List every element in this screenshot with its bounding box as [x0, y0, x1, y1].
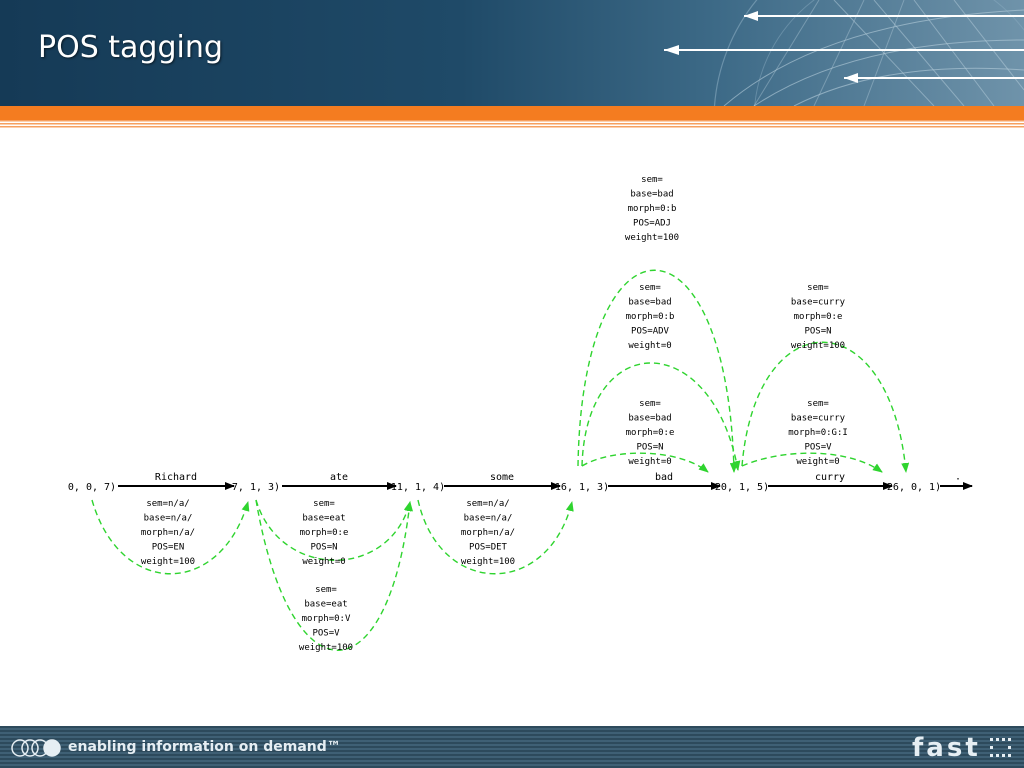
tag-feature-line: base=curry — [791, 298, 846, 308]
tag-feature-line: morph=n/a/ — [141, 528, 195, 538]
tag-feature-line: sem= — [641, 175, 663, 185]
fast-logo-text: fast — [912, 734, 981, 762]
tag-arcs — [91, 269, 910, 651]
lattice-node: 7, 1, 3) — [232, 482, 280, 493]
tag-arc — [581, 452, 709, 473]
tag-feature-line: weight=100 — [791, 341, 845, 351]
lattice-node: 26, 0, 1) — [887, 482, 941, 493]
tag-feature-line: base=bad — [630, 190, 673, 200]
lattice-node: 16, 1, 3) — [555, 482, 609, 493]
tag-feature-line: base=n/a/ — [464, 514, 513, 524]
tag-annotations: sem=n/a/base=n/a/morph=n/a/POS=EN weight=… — [141, 175, 848, 653]
pos-lattice-diagram: Richard ate some bad curry · 0, 0, 7) 7, 1, 3)… — [68, 175, 973, 653]
tag-feature-line: weight=100 — [141, 557, 195, 567]
tag-feature-line: base=n/a/ — [144, 514, 193, 524]
tag-feature-line: weight=100 — [625, 233, 679, 243]
tag-feature-line: weight=0 — [302, 557, 345, 567]
tag-feature-line: base=bad — [628, 298, 671, 308]
lattice-nodes: 0, 0, 7) 7, 1, 3) 11, 1, 4) 16, 1, 3) 20, 1,… — [68, 482, 941, 493]
token-label: curry — [815, 472, 845, 483]
token-edges: Richard ate some bad curry · — [118, 472, 973, 490]
tag-feature-line: morph=0:b — [626, 312, 675, 322]
tag-feature-line: weight=0 — [628, 341, 671, 351]
token-label: bad — [655, 472, 673, 483]
tag-feature-line: morph=0:b — [628, 204, 677, 214]
tag-feature-line: morph=0:G:I — [788, 428, 848, 438]
tag-feature-line: POS=N — [804, 327, 831, 337]
tag-feature-line: weight=0 — [628, 457, 671, 467]
tag-feature-line: POS=V — [804, 443, 832, 453]
tag-arc — [741, 452, 883, 473]
tag-feature-line: weight=0 — [796, 457, 839, 467]
tag-feature-line: base=eat — [302, 514, 345, 524]
end-marker: · — [955, 474, 961, 485]
token-label: ate — [330, 472, 348, 483]
tag-feature-line: POS=V — [312, 629, 340, 639]
tag-feature-line: morph=0:e — [626, 428, 675, 438]
page-title: POS tagging — [38, 30, 223, 65]
lattice-node: 11, 1, 4) — [391, 482, 445, 493]
fast-logo: fast — [912, 734, 1011, 762]
tag-feature-line: sem=n/a/ — [146, 499, 189, 509]
tag-feature-line: sem= — [807, 283, 829, 293]
footer-tagline: enabling information on demand™ — [68, 739, 341, 755]
tag-feature-line: morph=n/a/ — [461, 528, 515, 538]
token-label: Richard — [155, 472, 197, 483]
tag-arc — [417, 499, 574, 575]
tag-feature-line: POS=ADJ — [633, 219, 671, 229]
tag-feature-line: sem= — [807, 399, 829, 409]
tag-arc — [255, 499, 413, 651]
slide-header: POS tagging — [0, 0, 1024, 106]
tag-arc — [581, 362, 741, 471]
tag-feature-line: sem= — [313, 499, 335, 509]
tag-feature-line: sem= — [315, 585, 337, 595]
token-label: some — [490, 472, 514, 483]
tag-feature-line: sem= — [639, 283, 661, 293]
tag-feature-line: morph=0:e — [300, 528, 349, 538]
lattice-node: 20, 1, 5) — [715, 482, 769, 493]
tag-feature-line: POS=DET — [469, 543, 508, 553]
slide-footer: enabling information on demand™ fast — [0, 726, 1024, 768]
tag-feature-line: weight=100 — [299, 643, 353, 653]
tag-arc — [255, 499, 412, 561]
tag-arc — [741, 341, 910, 473]
tag-feature-line: morph=0:V — [302, 614, 351, 624]
globe-graphic-icon — [664, 0, 1024, 106]
tag-arc — [577, 269, 738, 473]
tag-arc — [91, 499, 250, 575]
tag-feature-line: POS=ADV — [631, 327, 670, 337]
tag-feature-line: sem=n/a/ — [466, 499, 509, 509]
tag-feature-line: POS=N — [636, 443, 663, 453]
tag-feature-line: POS=EN — [152, 543, 185, 553]
tag-feature-line: base=curry — [791, 414, 846, 424]
tag-feature-line: POS=N — [310, 543, 337, 553]
tag-feature-line: morph=0:e — [794, 312, 843, 322]
tag-feature-line: base=bad — [628, 414, 671, 424]
tag-feature-line: weight=100 — [461, 557, 515, 567]
lattice-node: 0, 0, 7) — [68, 482, 116, 493]
tag-feature-line: base=eat — [304, 600, 347, 610]
rings-logo-icon — [11, 739, 61, 757]
header-divider — [0, 106, 1024, 128]
tag-feature-line: sem= — [639, 399, 661, 409]
